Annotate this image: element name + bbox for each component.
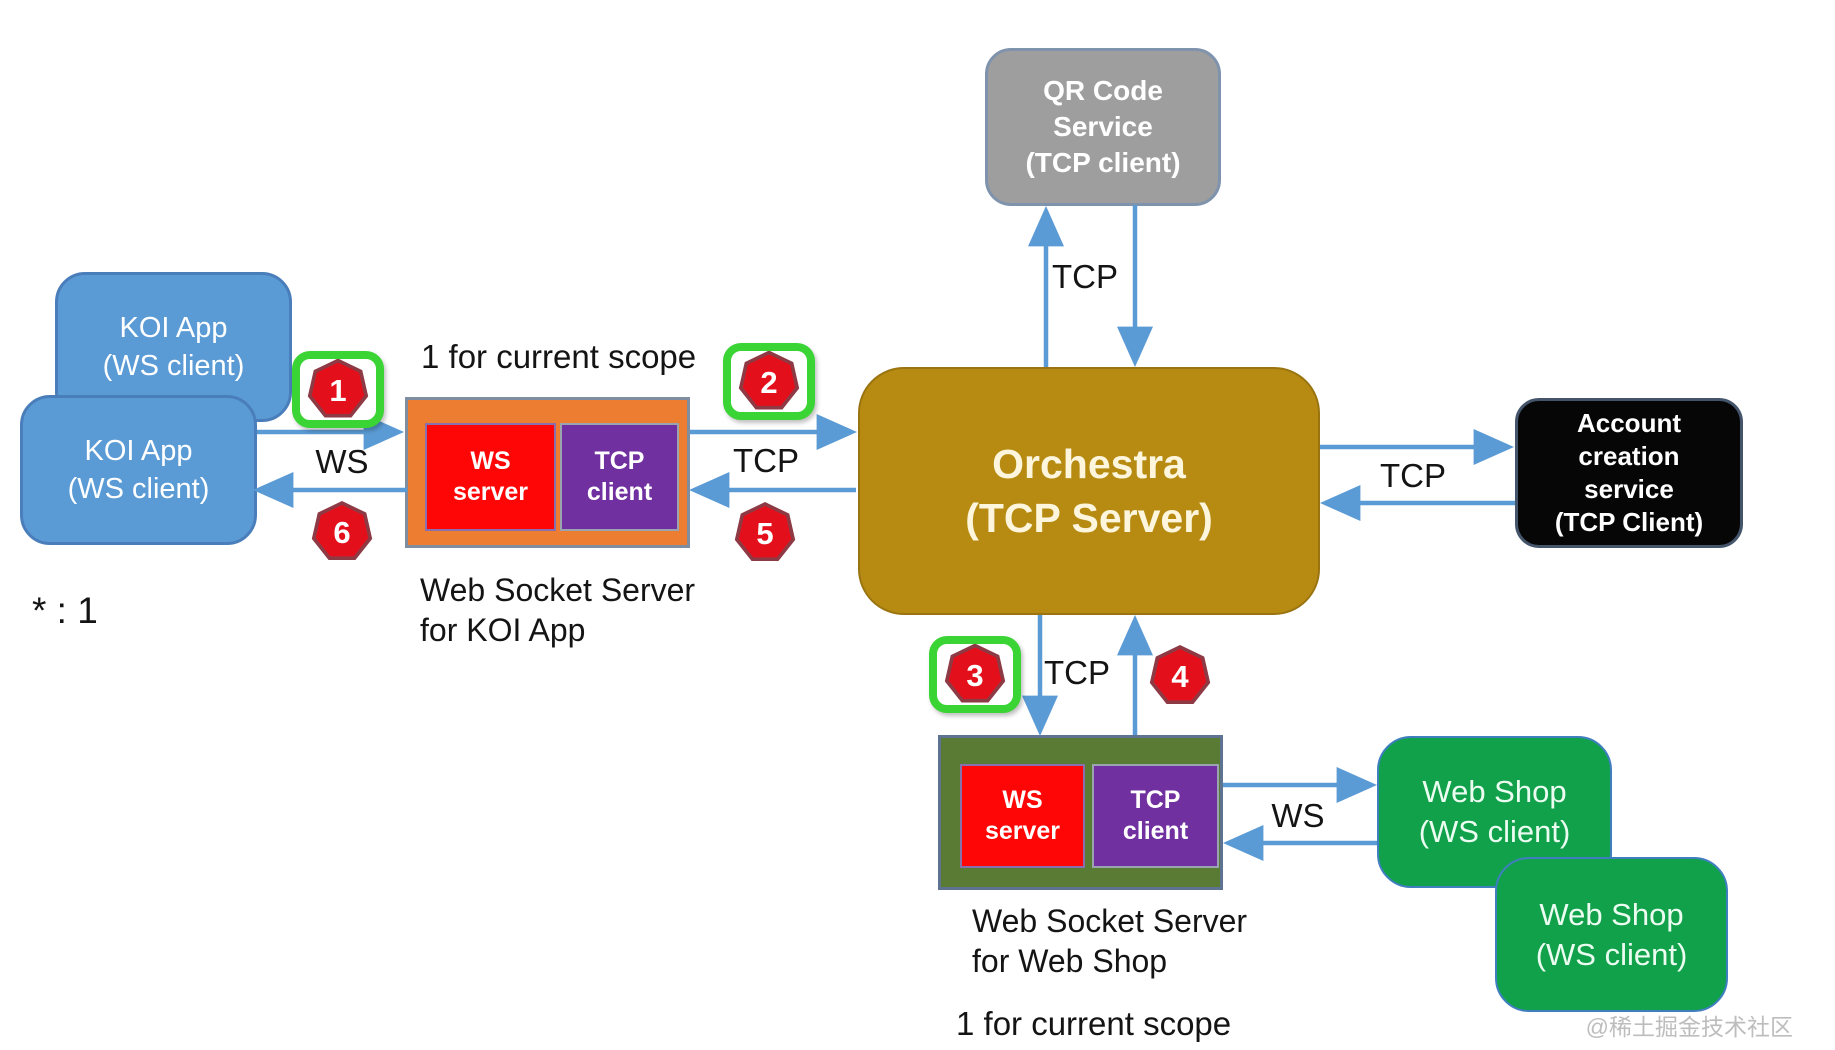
badge-3: 3 (929, 636, 1021, 713)
koi-app-node-front: KOI App (WS client) (20, 395, 257, 545)
account-creation-service-node: Account creation service (TCP Client) (1515, 398, 1743, 548)
badge-3-highlight-frame: 3 (929, 636, 1021, 713)
badge-6-heptagon: 6 (311, 501, 373, 560)
edge-label-tcp-right: TCP (1380, 457, 1446, 494)
badge-5: 5 (734, 502, 796, 564)
badge-3-heptagon: 3 (944, 643, 1006, 703)
caption-wss-koi: Web Socket Server for KOI App (420, 572, 696, 648)
badge-2-heptagon: 2 (738, 350, 800, 410)
qr-code-service-node: QR Code Service (TCP client) (985, 48, 1221, 206)
badge-1-heptagon: 1 (307, 358, 369, 418)
wss-koi-container: WS server TCP client (405, 397, 690, 548)
watermark: @稀土掘金技术社区 (1585, 1014, 1793, 1040)
badge-4: 4 (1149, 645, 1211, 707)
tcp-client-box-webshop: TCP client (1092, 764, 1219, 868)
edge-label-tcp-top: TCP (1052, 258, 1118, 295)
badge-4-heptagon: 4 (1149, 645, 1211, 704)
edge-label-ws-right: WS (1271, 797, 1325, 834)
badge-2: 2 (723, 343, 815, 420)
wss-webshop-container: WS server TCP client (938, 735, 1223, 890)
badge-2-highlight-frame: 2 (723, 343, 815, 420)
badge-1-highlight-frame: 1 (292, 351, 384, 428)
tcp-client-box-koi: TCP client (560, 423, 679, 531)
webshop-node-back: Web Shop (WS client) (1377, 736, 1612, 888)
scope-note-koi: 1 for current scope (421, 338, 697, 375)
edge-label-tcp-mid: TCP (733, 442, 799, 479)
webshop-node-front: Web Shop (WS client) (1495, 857, 1728, 1012)
ws-server-box-koi: WS server (425, 423, 556, 531)
ws-server-box-webshop: WS server (960, 764, 1085, 868)
edge-label-tcp-bottom: TCP (1044, 654, 1110, 691)
edge-label-ws-left: WS (315, 443, 369, 480)
badge-5-heptagon: 5 (734, 502, 796, 561)
multiplicity-note: * : 1 (32, 590, 98, 631)
badge-1: 1 (292, 351, 384, 428)
orchestra-node: Orchestra (TCP Server) (858, 367, 1320, 615)
badge-6: 6 (311, 501, 373, 563)
scope-note-webshop: 1 for current scope (956, 1005, 1232, 1042)
caption-wss-webshop: Web Socket Server for Web Shop (972, 903, 1248, 979)
